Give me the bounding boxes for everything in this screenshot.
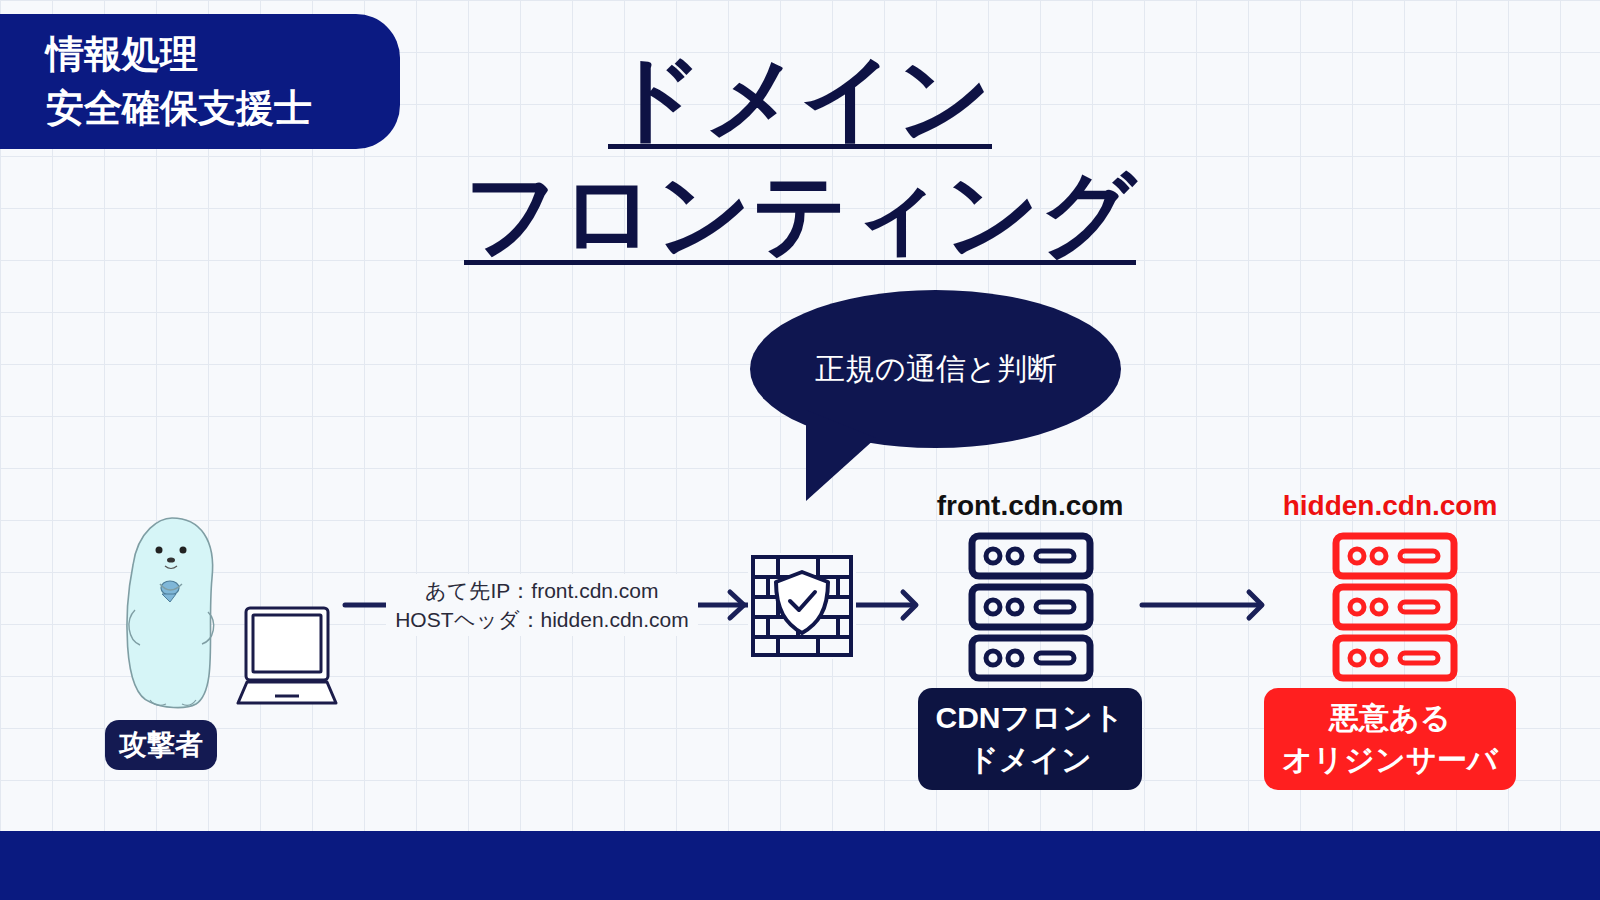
server-group: front.cdn.comCDNフロント ドメイン: [918, 485, 1142, 790]
seal-illustration: [127, 518, 214, 708]
laptop-icon: [238, 608, 336, 703]
bubble-tail: [806, 410, 876, 501]
title-text: ドメイン フロンティング: [461, 40, 1139, 272]
server-name: hidden.cdn.com: [1264, 488, 1516, 524]
firewall-icon: [748, 553, 856, 659]
arrow-head: [903, 592, 916, 618]
server-icon: [972, 536, 1090, 678]
tab-text: 情報処理 安全確保支援士: [46, 27, 318, 135]
bubble-text-area: 正規の通信と判断: [748, 290, 1123, 448]
server-label: CDNフロント ドメイン: [933, 697, 1128, 781]
server-icon: [1336, 536, 1454, 678]
server-label: 悪意ある オリジンサーバ: [1279, 697, 1501, 781]
server-group: hidden.cdn.com 悪意ある オリジンサーバ: [1264, 485, 1516, 790]
actor-label-box: 攻撃者: [105, 720, 217, 770]
bubble-shape: [748, 290, 1123, 505]
connector-line: [1142, 603, 1261, 608]
edge-label-box: あて先IP：front.cdn.com HOSTヘッダ：hidden.cdn.c…: [386, 574, 698, 636]
server-label-box: 悪意ある オリジンサーバ: [1264, 688, 1516, 790]
connector-group: [1142, 592, 1262, 618]
speech-bubble: 正規の通信と判断: [748, 290, 1123, 505]
actor-label: 攻撃者: [119, 726, 203, 764]
edge-label: あて先IP：front.cdn.com HOSTヘッダ：hidden.cdn.c…: [392, 576, 692, 634]
bubble-body: [750, 290, 1121, 448]
category-tab: 情報処理 安全確保支援士: [0, 14, 400, 149]
actor-group: 攻撃者: [105, 515, 345, 770]
arrow-head: [1249, 592, 1262, 618]
title-block: ドメイン フロンティング: [0, 40, 1600, 272]
arrow-head: [730, 592, 744, 618]
server-label-box: CDNフロント ドメイン: [918, 688, 1142, 790]
server-name: front.cdn.com: [918, 488, 1142, 524]
bubble-text: 正規の通信と判断: [815, 349, 1057, 389]
footer-band: [0, 831, 1600, 900]
